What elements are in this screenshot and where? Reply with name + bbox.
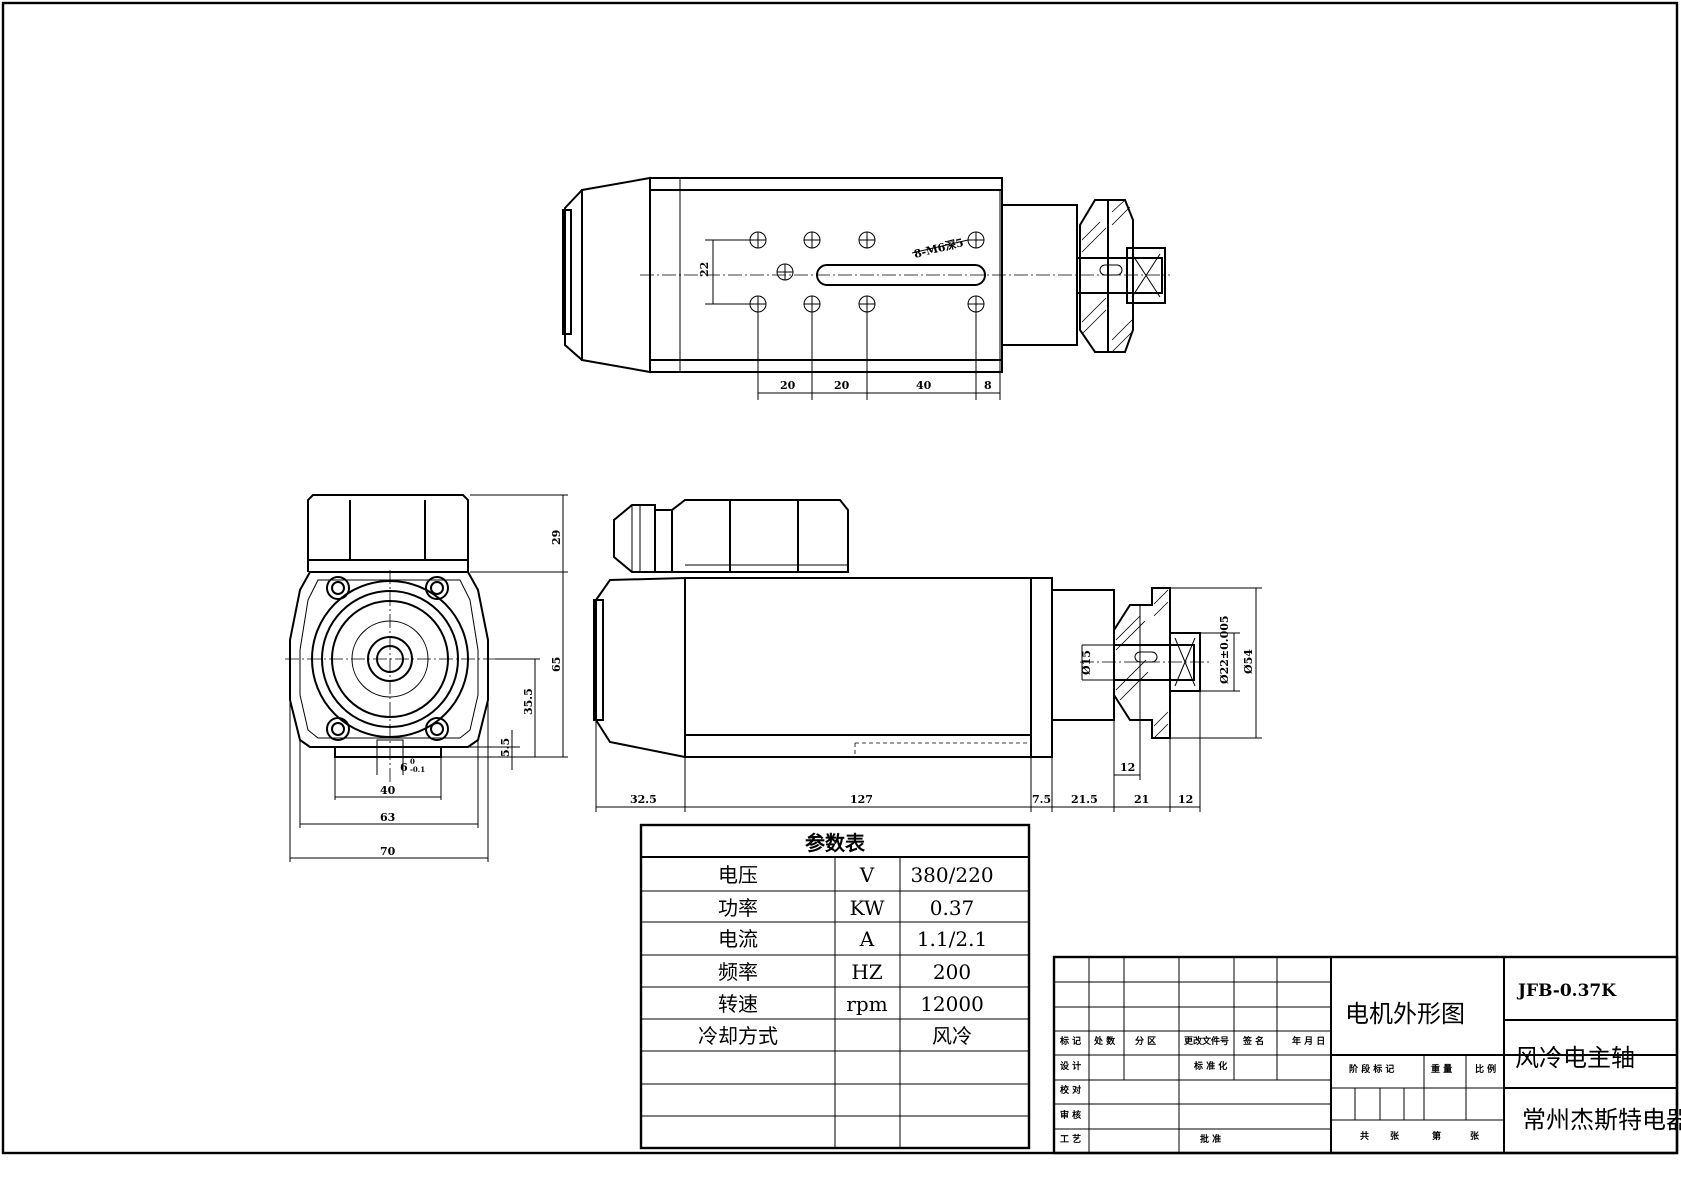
param-unit: KW: [850, 896, 885, 920]
dim-6: 6: [400, 761, 408, 774]
tb-label-zone: 分 区: [1135, 1035, 1156, 1047]
tb-label-stage: 阶 段 标 记: [1349, 1063, 1394, 1075]
param-value: 1.1/2.1: [917, 927, 987, 951]
tb-label-check: 校 对: [1060, 1084, 1081, 1096]
tb-label-mark: 标 记: [1059, 1035, 1081, 1047]
param-name: 电流: [718, 927, 758, 951]
sheet-border: [1, 1, 1679, 1155]
dim-35-5: 35.5: [522, 688, 535, 715]
dim-12-top: 12: [1120, 761, 1135, 774]
param-unit: V: [859, 863, 875, 887]
dim-65: 65: [550, 657, 563, 672]
dim-21-5: 21.5: [1071, 793, 1098, 806]
tb-label-sheets: 张: [1390, 1130, 1400, 1142]
param-unit: rpm: [846, 992, 887, 1016]
param-unit: HZ: [851, 960, 882, 984]
param-name: 功率: [718, 896, 758, 920]
tb-label-sheet: 张: [1470, 1130, 1480, 1142]
pulley-top: [1079, 199, 1134, 353]
dim-22: 22: [698, 262, 711, 277]
dim-32-5: 32.5: [630, 793, 657, 806]
dim-8: 8: [984, 379, 992, 392]
param-name: 转速: [718, 992, 758, 1016]
dim-70: 70: [380, 845, 396, 858]
param-value: 12000: [920, 992, 984, 1016]
dim-d15: Ø15: [1080, 650, 1093, 675]
dim-21: 21: [1134, 793, 1149, 806]
tb-label-standard: 标 准 化: [1193, 1060, 1227, 1072]
dim-127: 127: [850, 793, 873, 806]
tb-label-count: 处 数: [1093, 1035, 1116, 1047]
model-number: JFB-0.37K: [1516, 981, 1617, 1001]
dim-20a: 20: [780, 379, 796, 392]
tb-label-scale: 比 例: [1475, 1063, 1496, 1075]
dim-63: 63: [380, 811, 395, 824]
pulley-side: [1113, 587, 1171, 739]
dim-12-bottom: 12: [1178, 793, 1193, 806]
dim-d54: Ø54: [1242, 649, 1255, 674]
tb-label-design: 设 计: [1060, 1060, 1081, 1072]
dim-40-end: 40: [380, 784, 396, 797]
param-name: 冷却方式: [698, 1024, 778, 1048]
tb-label-process: 工 艺: [1060, 1133, 1081, 1145]
dim-29: 29: [550, 530, 563, 545]
product-name: 风冷电主轴: [1515, 1044, 1635, 1072]
tb-label-total: 共: [1360, 1130, 1369, 1142]
dim-d22: Ø22±0.005: [1218, 615, 1231, 684]
tb-label-sign: 签 名: [1242, 1035, 1264, 1047]
param-value: 0.37: [930, 896, 975, 920]
drawing-name: 电机外形图: [1345, 1000, 1465, 1028]
param-table-title: 参数表: [805, 831, 866, 855]
param-value: 风冷: [932, 1024, 972, 1048]
tb-label-review: 审 核: [1060, 1109, 1081, 1121]
tb-label-approve: 批 准: [1200, 1133, 1221, 1145]
param-unit: A: [859, 927, 875, 951]
tb-label-date: 年 月 日: [1292, 1035, 1325, 1047]
hole-callout: 8-M6深5: [912, 235, 965, 261]
end-view: 29 65 35.5 5.5 6 0 -0.1 40 63 70: [285, 494, 568, 862]
dim-40: 40: [916, 379, 932, 392]
svg-text:-0.1: -0.1: [410, 765, 425, 774]
tb-label-change-doc: 更改文件号: [1184, 1035, 1229, 1047]
param-value: 380/220: [910, 863, 993, 887]
title-block: 标 记 处 数 分 区 更改文件号 签 名 年 月 日 设 计 标 准 化 校 …: [1052, 955, 1681, 1155]
dim-5-5: 5.5: [499, 738, 512, 757]
param-name: 电压: [718, 863, 758, 887]
param-name: 频率: [718, 960, 758, 984]
dim-7-5: 7.5: [1032, 793, 1051, 806]
side-view: Ø15 Ø22±0.005 Ø54 12 32.5 127 7.5 21.5 2…: [593, 499, 1262, 812]
parameter-table: 参数表 电压 V 380/220 功率 KW 0.37 电流 A 1.1/2.1 频率 HZ 200 转…: [639, 823, 1031, 1150]
dim-6-tol: 0: [410, 757, 415, 766]
tb-label-no: 第: [1432, 1130, 1441, 1142]
top-view: 8-M6深5 22 20 20 40 8: [562, 176, 1170, 400]
param-value: 200: [933, 960, 971, 984]
tb-label-weight: 重 量: [1431, 1063, 1452, 1075]
dim-20b: 20: [834, 379, 850, 392]
company-name: 常州杰斯特电器: [1522, 1106, 1681, 1134]
